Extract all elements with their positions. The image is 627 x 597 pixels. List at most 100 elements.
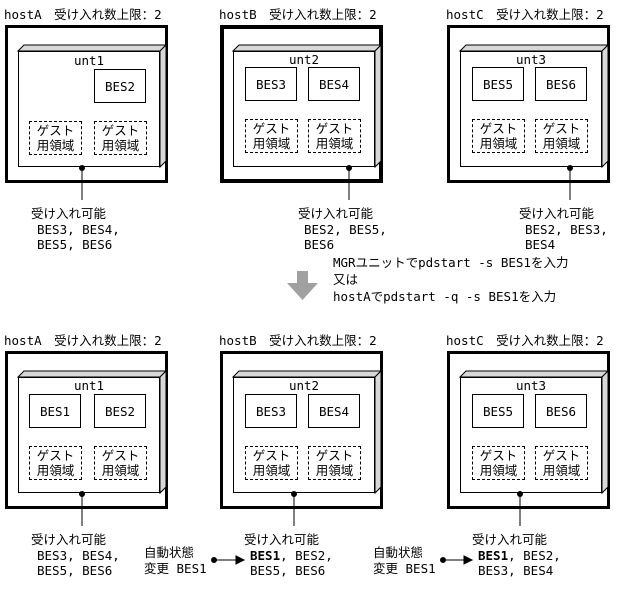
command-line: 又は	[333, 272, 359, 287]
unit-title: unt1	[73, 53, 105, 68]
available-line: BES3, BES4,	[37, 221, 120, 237]
available-line: BES5, BES6	[37, 563, 113, 578]
auto-state-target: 変更 BES1	[373, 560, 436, 576]
unit-side-face	[374, 43, 382, 169]
auto-arrow-dot	[440, 557, 446, 563]
connector-dot	[79, 165, 85, 171]
available-line: BES5, BES6	[37, 237, 113, 252]
bes-box: BES2	[94, 394, 146, 428]
unit-top-face	[16, 44, 168, 52]
auto-arrow-head	[235, 555, 246, 565]
available-title: 受け入れ可能	[31, 206, 107, 221]
available-line: BES5, BES6	[250, 563, 326, 578]
command-line: hostAでpdstart -q -s BES1を入力	[333, 289, 557, 304]
available-line: , BES2,	[508, 547, 561, 563]
auto-state-target: 変更 BES1	[144, 560, 207, 576]
unit-front	[460, 377, 602, 493]
unit-top-face	[231, 44, 383, 52]
unit-title: unt3	[515, 52, 547, 67]
connector-dot	[346, 165, 352, 171]
available-line: BES3, BES4,	[37, 547, 120, 563]
transition-down-arrow	[287, 271, 318, 300]
auto-arrow-head	[463, 555, 474, 565]
connector-dot	[79, 491, 85, 497]
available-bold: BES1	[250, 547, 281, 563]
bes-box: BES5	[472, 67, 524, 101]
guest-area: ゲスト用領域	[535, 119, 588, 153]
host-label-b-top: hostB 受け入れ数上限：2	[219, 7, 377, 22]
guest-area: ゲスト用領域	[29, 121, 82, 155]
bes-box: BES2	[94, 69, 146, 103]
guest-area: ゲスト用領域	[472, 446, 525, 480]
guest-area: ゲスト用領域	[29, 446, 82, 480]
unit-side-face	[159, 43, 167, 169]
connector-dot	[567, 165, 573, 171]
unit-top-face	[458, 370, 610, 378]
connector-dot	[517, 491, 523, 497]
auto-state-change-b: 自動状態 変更 BES1	[144, 545, 207, 576]
host-label-a-top: hostA 受け入れ数上限：2	[4, 7, 162, 22]
bes-box: BES4	[308, 67, 360, 101]
unit-side-face	[159, 369, 167, 495]
bes-box: BES5	[472, 394, 524, 428]
available-list-b-top: 受け入れ可能 BES2, BES5, BES6	[298, 206, 387, 253]
guest-area: ゲスト用領域	[94, 446, 147, 480]
unit-front	[233, 51, 375, 167]
available-line: BES4	[525, 237, 556, 252]
guest-area: ゲスト用領域	[245, 446, 298, 480]
unit-front	[18, 377, 160, 493]
auto-state-title: 自動状態	[373, 545, 424, 560]
host-label-c-top: hostC 受け入れ数上限：2	[446, 7, 604, 22]
host-label-a-bottom: hostA 受け入れ数上限：2	[4, 333, 162, 348]
bes-box: BES6	[535, 394, 587, 428]
bes-box: BES3	[245, 394, 297, 428]
bes-box: BES3	[245, 67, 297, 101]
unit-front	[460, 51, 602, 167]
unit-title: unt2	[288, 378, 320, 393]
auto-state-change-c: 自動状態 変更 BES1	[373, 545, 436, 576]
host-label-b-bottom: hostB 受け入れ数上限：2	[219, 333, 377, 348]
guest-area: ゲスト用領域	[535, 446, 588, 480]
auto-state-title: 自動状態	[144, 545, 195, 560]
available-line: BES2, BES3,	[525, 221, 608, 237]
bes-box: BES6	[535, 67, 587, 101]
unit-top-face	[16, 370, 168, 378]
unit-side-face	[601, 369, 609, 495]
command-line: MGRユニットでpdstart -s BES1を入力	[333, 255, 569, 270]
available-list-a-top: 受け入れ可能 BES3, BES4, BES5, BES6	[31, 206, 120, 253]
available-title: 受け入れ可能	[298, 206, 374, 221]
available-title: 受け入れ可能	[519, 206, 595, 221]
available-title: 受け入れ可能	[244, 532, 320, 547]
available-list-c-bottom: 受け入れ可能 BES1, BES2, BES3, BES4	[472, 532, 561, 579]
unit-title: unt2	[288, 52, 320, 67]
available-list-a-bottom: 受け入れ可能 BES3, BES4, BES5, BES6	[31, 532, 120, 579]
bes-box: BES4	[308, 394, 360, 428]
available-line: , BES2,	[280, 547, 333, 563]
host-label-c-bottom: hostC 受け入れ数上限：2	[446, 333, 604, 348]
available-title: 受け入れ可能	[31, 532, 107, 547]
guest-area: ゲスト用領域	[308, 446, 361, 480]
available-line: BES3, BES4	[478, 563, 554, 578]
available-list-b-bottom: 受け入れ可能 BES1, BES2, BES5, BES6	[244, 532, 333, 579]
unit-title: unt1	[73, 378, 105, 393]
unit-3d-faces	[16, 43, 610, 495]
command-text: MGRユニットでpdstart -s BES1を入力 又は hostAでpdst…	[333, 254, 568, 305]
bes-box: BES1	[29, 394, 81, 428]
available-line: BES2, BES5,	[304, 221, 387, 237]
guest-area: ゲスト用領域	[308, 119, 361, 153]
unit-title: unt3	[515, 378, 547, 393]
unit-side-face	[374, 369, 382, 495]
unit-top-face	[458, 44, 610, 52]
guest-area: ゲスト用領域	[94, 121, 147, 155]
unit-front	[233, 377, 375, 493]
available-line: BES6	[304, 237, 335, 252]
connector-dot	[291, 491, 297, 497]
available-list-c-top: 受け入れ可能 BES2, BES3, BES4	[519, 206, 608, 253]
available-title: 受け入れ可能	[472, 532, 548, 547]
auto-arrow-dot	[211, 557, 217, 563]
guest-area: ゲスト用領域	[472, 119, 525, 153]
available-bold: BES1	[478, 547, 509, 563]
unit-side-face	[601, 43, 609, 169]
guest-area: ゲスト用領域	[245, 119, 298, 153]
